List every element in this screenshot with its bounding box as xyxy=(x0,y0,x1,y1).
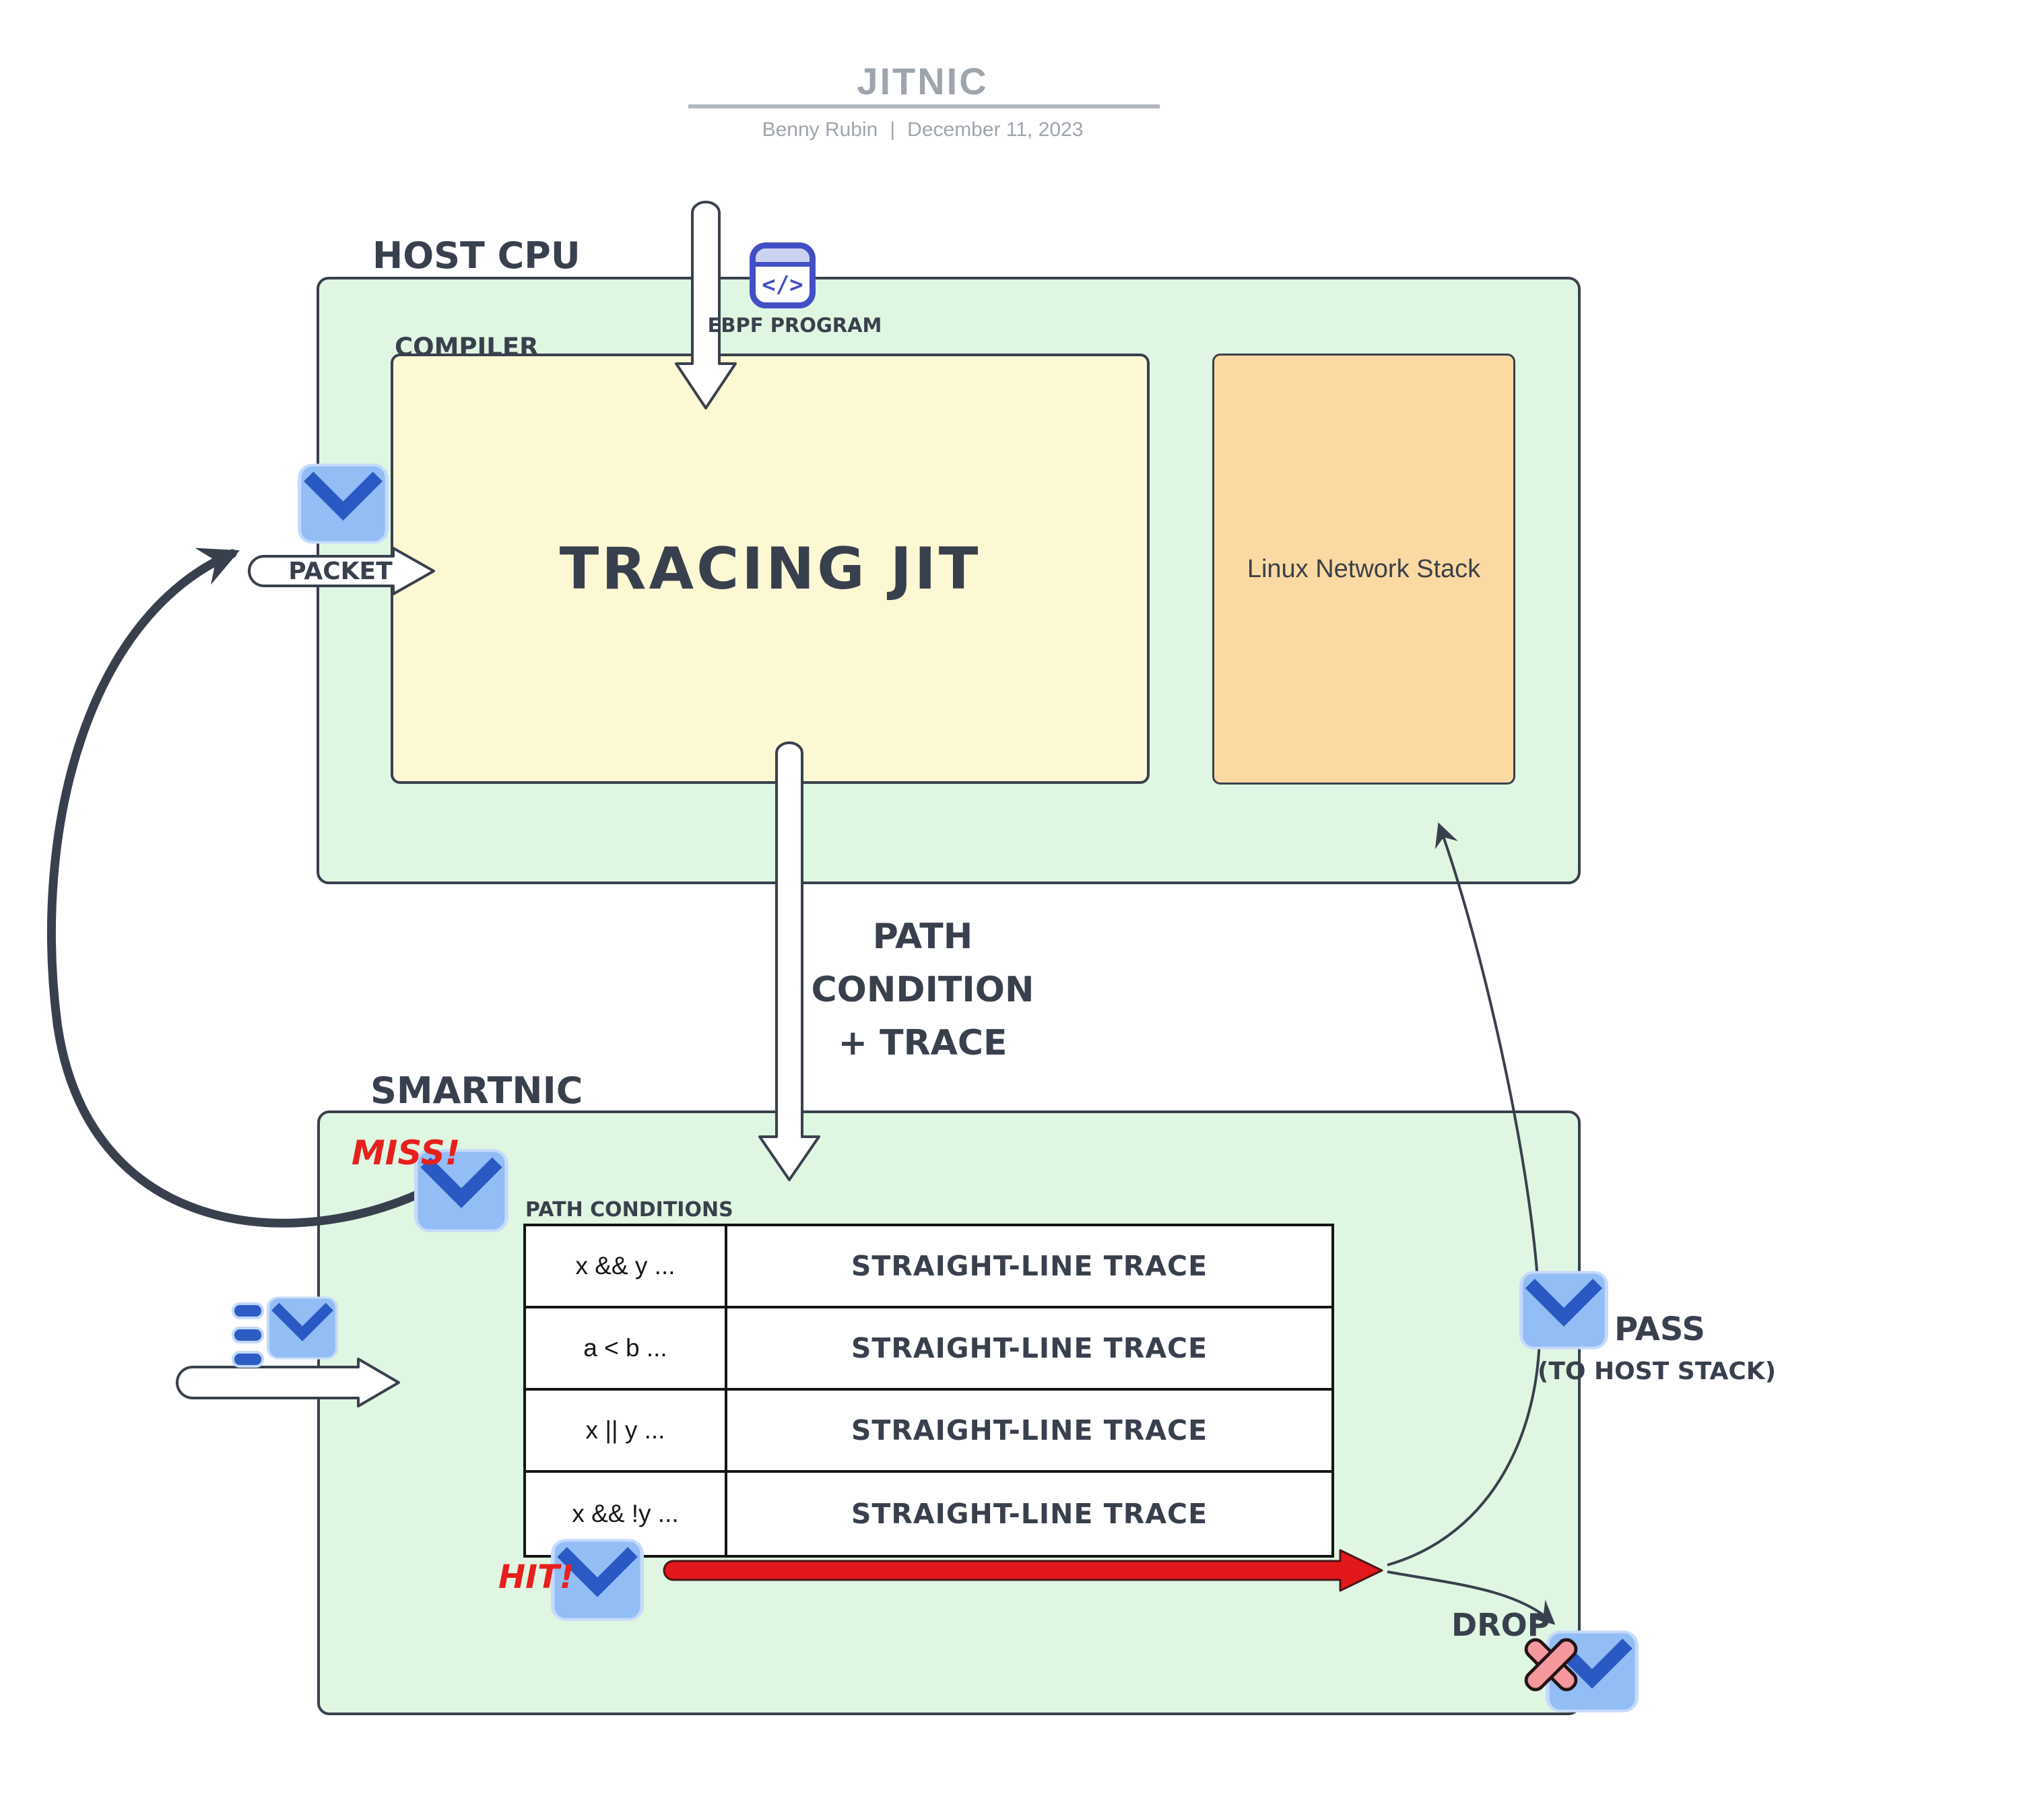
table-cell-trace: STRAIGHT-LINE TRACE xyxy=(851,1498,1208,1530)
miss-label: MISS! xyxy=(352,1133,461,1172)
table-cell-trace: STRAIGHT-LINE TRACE xyxy=(727,1308,1331,1391)
tracing-jit-box: TRACING JIT xyxy=(391,354,1150,784)
code-window-icon: </> xyxy=(750,242,816,308)
path-condition-line: PATH xyxy=(872,917,973,957)
packet-label: PACKET xyxy=(288,558,393,585)
drop-label: DROP xyxy=(1451,1607,1550,1643)
smartnic-label: SMARTNIC xyxy=(370,1069,583,1112)
slide-title: JITNIC xyxy=(857,60,989,102)
table-cell-condition: x && !y ... xyxy=(526,1473,727,1555)
pass-label: PASS xyxy=(1614,1310,1705,1348)
table-cell-trace: STRAIGHT-LINE TRACE xyxy=(727,1391,1331,1473)
byline-separator: | xyxy=(890,119,896,141)
hit-label: HIT! xyxy=(498,1558,574,1596)
table-cell-condition: a < b ... xyxy=(526,1308,727,1391)
path-condition-line: + TRACE xyxy=(838,1023,1008,1063)
table-cell-condition: x || y ... xyxy=(526,1391,727,1473)
author-name: Benny Rubin xyxy=(762,119,878,141)
table-cell-trace: STRAIGHT-LINE TRACE xyxy=(727,1226,1331,1308)
tracing-jit-label: TRACING JIT xyxy=(559,535,981,603)
slide-date: December 11, 2023 xyxy=(907,119,1084,141)
path-condition-line: CONDITION xyxy=(811,970,1034,1010)
path-conditions-title: PATH CONDITIONS xyxy=(525,1198,733,1222)
linux-stack-label: Linux Network Stack xyxy=(1247,554,1481,583)
code-icon-glyph: </> xyxy=(762,271,803,298)
ebpf-program-label: EBPF PROGRAM xyxy=(707,314,882,337)
path-conditions-table: x && y ... STRAIGHT-LINE TRACE a < b ...… xyxy=(523,1224,1334,1558)
queue-dashes-icon xyxy=(232,1302,264,1368)
title-underline xyxy=(688,104,1160,108)
pass-sublabel: (TO HOST STACK) xyxy=(1537,1358,1777,1385)
code-window-titlebar xyxy=(756,248,810,267)
linux-stack-box: Linux Network Stack xyxy=(1212,354,1515,785)
host-cpu-label: HOST CPU xyxy=(372,234,581,277)
slide-byline: Benny Rubin | December 11, 2023 xyxy=(586,119,1259,141)
compiler-label: COMPILER xyxy=(395,333,539,362)
table-cell-condition: x && y ... xyxy=(526,1226,727,1308)
path-condition-trace-label: PATH CONDITION + TRACE xyxy=(754,910,1091,1070)
